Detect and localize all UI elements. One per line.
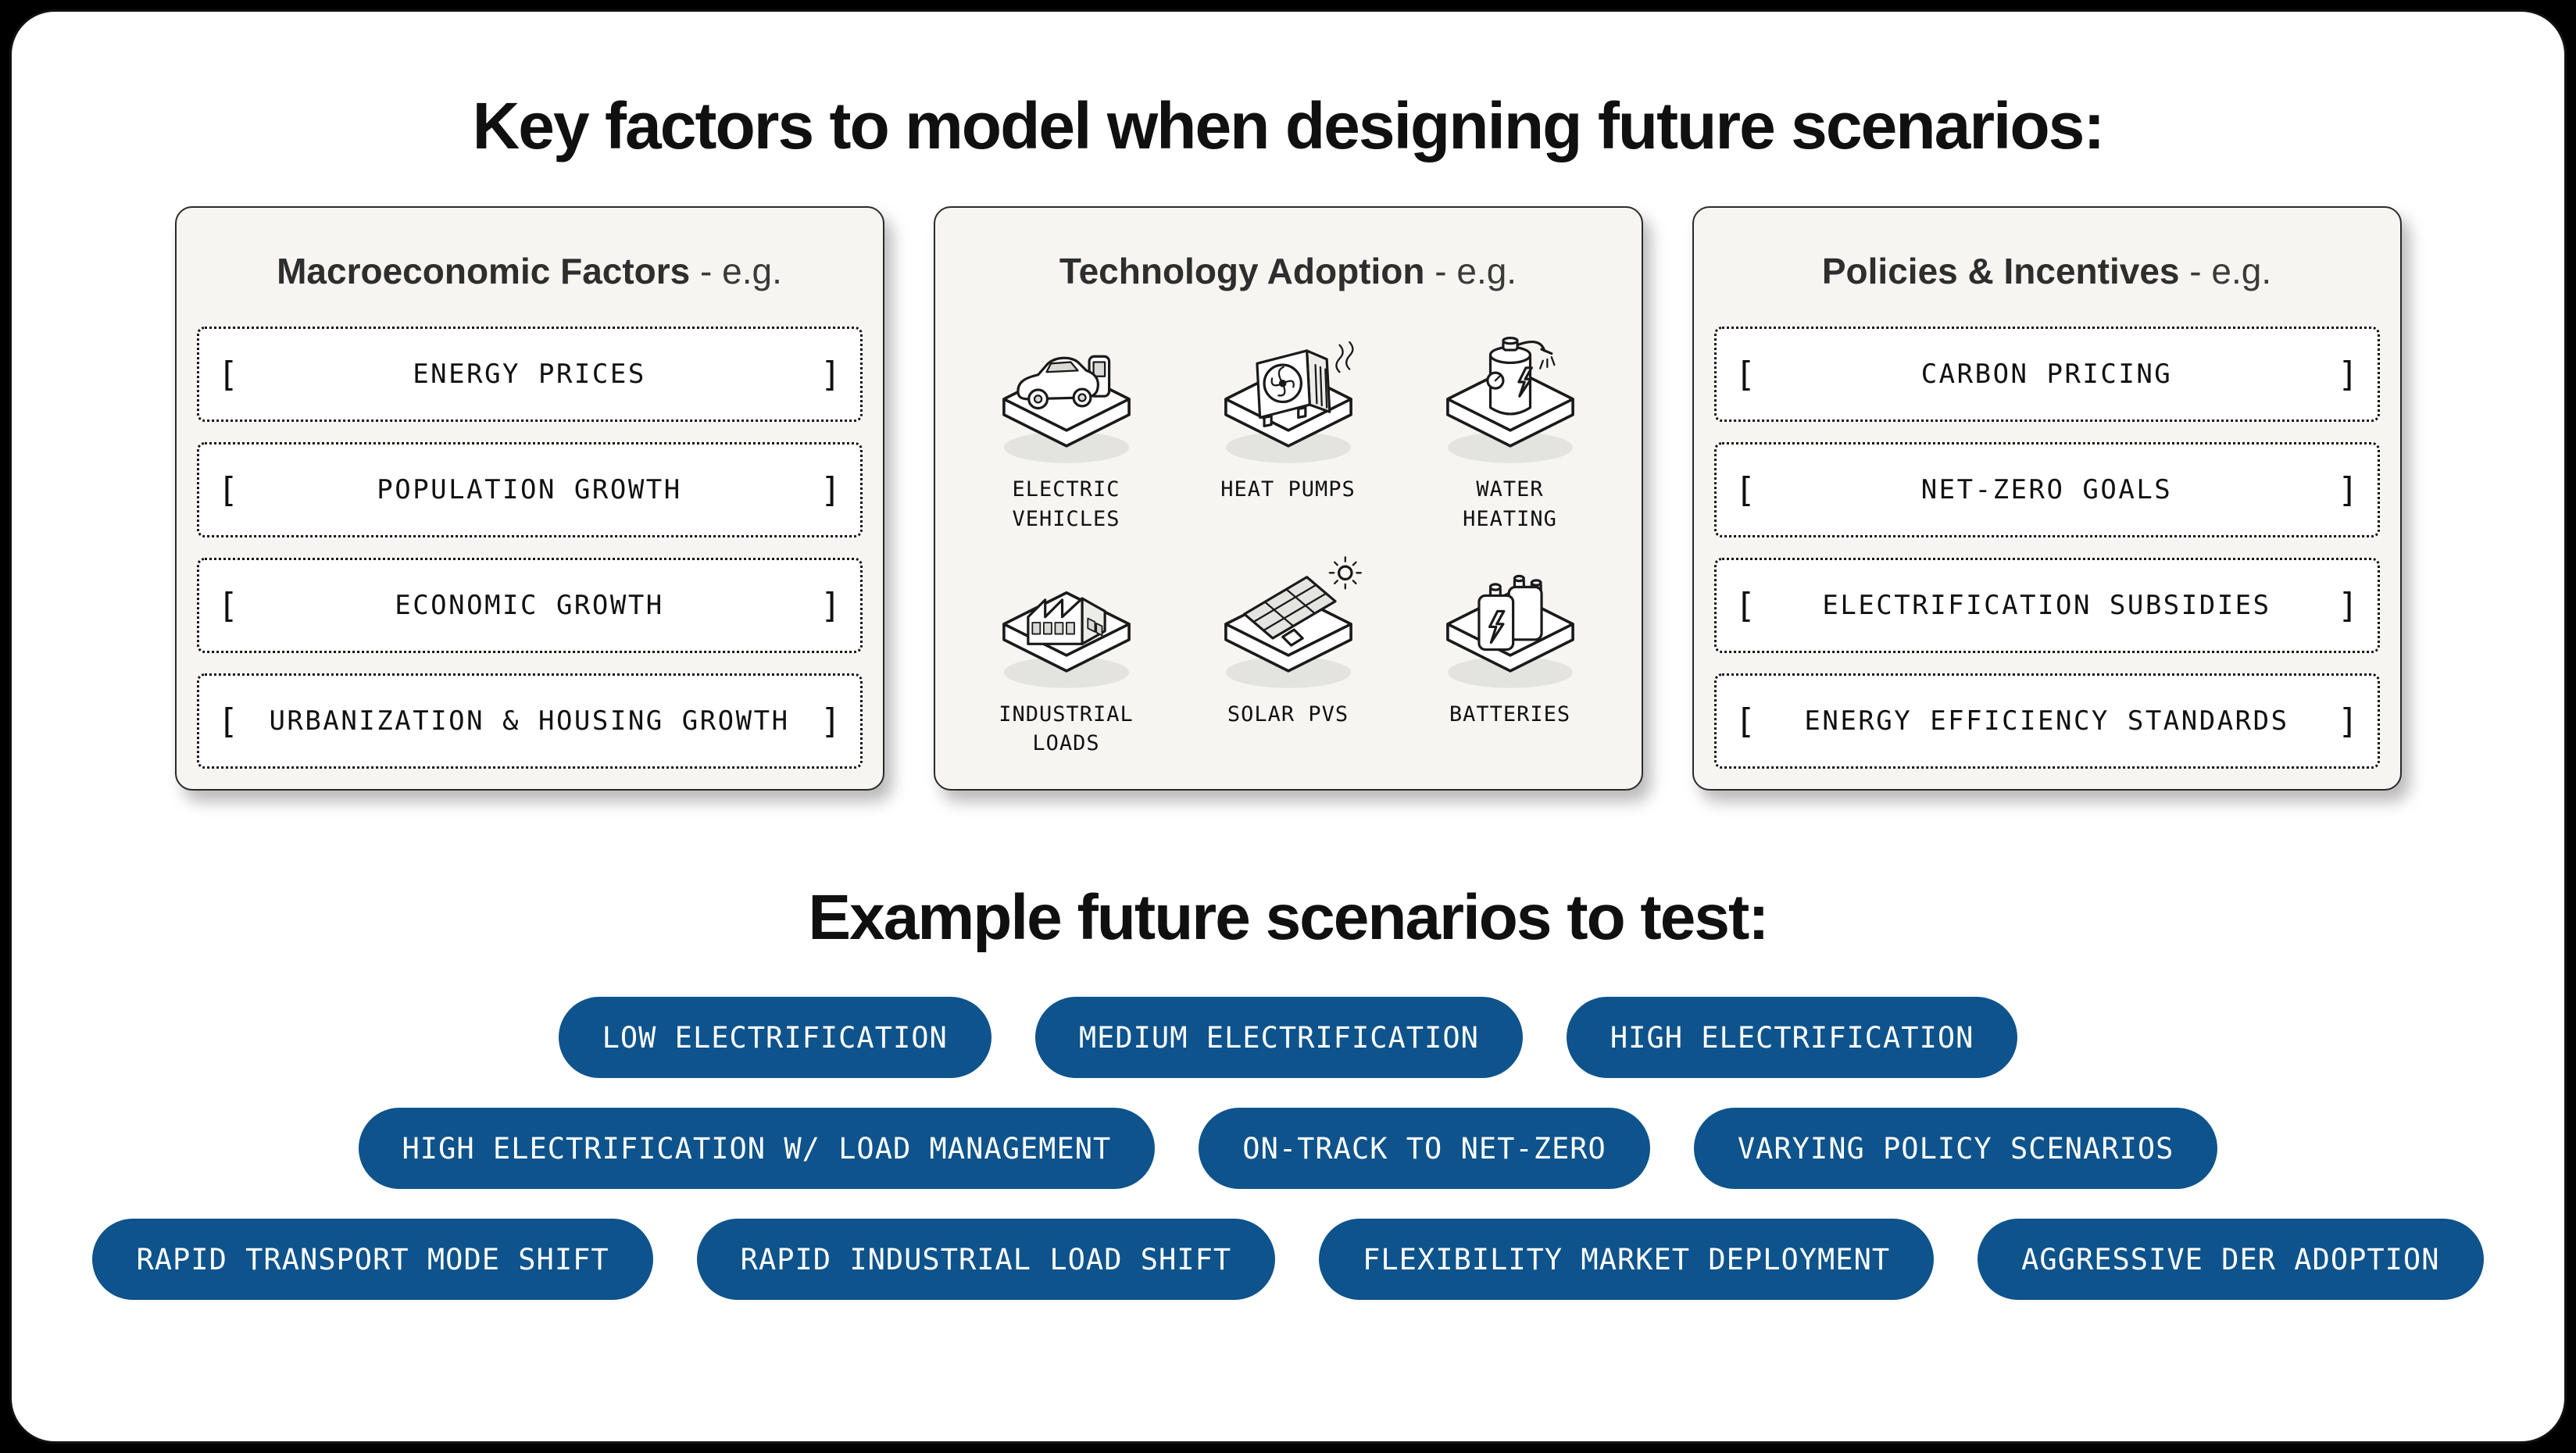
scenario-pill: MEDIUM ELECTRIFICATION bbox=[1034, 997, 1523, 1078]
water-heating-icon bbox=[1445, 336, 1574, 465]
scenario-pill: RAPID TRANSPORT MODE SHIFT bbox=[92, 1219, 653, 1300]
factor-label: URBANIZATION & HOUSING GROWTH bbox=[269, 705, 790, 737]
panel-title-suffix: - e.g. bbox=[1424, 251, 1517, 291]
scenario-pill-row-1: LOW ELECTRIFICATION MEDIUM ELECTRIFICATI… bbox=[12, 997, 2564, 1078]
tech-item-label: INDUSTRIAL LOADS bbox=[999, 702, 1134, 756]
factor-item: [ ENERGY EFFICIENCY STANDARDS ] bbox=[1713, 673, 2380, 769]
panel-title-suffix: - e.g. bbox=[690, 251, 782, 291]
bracket-close: ] bbox=[820, 585, 841, 626]
factor-item: [ POPULATION GROWTH ] bbox=[196, 442, 863, 537]
tech-item-label: HEAT PUMPS bbox=[1220, 477, 1356, 502]
factor-label: ECONOMIC GROWTH bbox=[395, 590, 664, 621]
tech-item-label: BATTERIES bbox=[1449, 702, 1571, 726]
tech-item-electric-vehicles: ELECTRIC VEHICLES bbox=[956, 327, 1177, 534]
panel-title-bold: Policies & Incentives bbox=[1821, 251, 2180, 291]
electric-vehicles-icon bbox=[1002, 355, 1131, 465]
factor-label: POPULATION GROWTH bbox=[377, 474, 682, 505]
tech-item-industrial-loads: INDUSTRIAL LOADS bbox=[956, 552, 1177, 759]
panel-policies-incentives: Policies & Incentives - e.g. [ CARBON PR… bbox=[1692, 206, 2402, 791]
bracket-open: [ bbox=[217, 585, 239, 626]
solar-pvs-icon bbox=[1224, 555, 1362, 690]
factor-label: ENERGY EFFICIENCY STANDARDS bbox=[1804, 705, 2289, 737]
panel-technology-adoption: Technology Adoption - e.g. bbox=[933, 206, 1643, 791]
scenario-pill: RAPID INDUSTRIAL LOAD SHIFT bbox=[696, 1219, 1276, 1300]
bracket-close: ] bbox=[820, 469, 841, 510]
scenario-pill: HIGH ELECTRIFICATION W/ LOAD MANAGEMENT bbox=[358, 1108, 1156, 1189]
bracket-close: ] bbox=[2338, 469, 2359, 510]
panel-title: Technology Adoption - e.g. bbox=[956, 250, 1621, 292]
bracket-open: [ bbox=[1735, 701, 1756, 741]
panel-title-bold: Technology Adoption bbox=[1059, 251, 1425, 291]
panel-title-bold: Macroeconomic Factors bbox=[277, 251, 691, 291]
bracket-open: [ bbox=[217, 354, 239, 394]
canvas-card: Key factors to model when designing futu… bbox=[9, 9, 2567, 1444]
scenario-pill-row-2: HIGH ELECTRIFICATION W/ LOAD MANAGEMENT … bbox=[12, 1108, 2564, 1189]
technology-grid: ELECTRIC VEHICLES bbox=[956, 327, 1621, 759]
bracket-close: ] bbox=[2338, 585, 2359, 626]
factor-item: [ URBANIZATION & HOUSING GROWTH ] bbox=[196, 673, 863, 769]
scenario-pill: ON-TRACK TO NET-ZERO bbox=[1199, 1108, 1650, 1189]
tech-item-batteries: BATTERIES bbox=[1399, 552, 1621, 759]
factor-label: NET-ZERO GOALS bbox=[1920, 474, 2173, 505]
panel-macroeconomic-factors: Macroeconomic Factors - e.g. [ ENERGY PR… bbox=[174, 206, 884, 791]
bracket-close: ] bbox=[2338, 701, 2359, 741]
factor-label: ENERGY PRICES bbox=[413, 359, 646, 390]
bracket-close: ] bbox=[820, 701, 841, 741]
batteries-icon bbox=[1445, 574, 1574, 690]
scenario-pill: LOW ELECTRIFICATION bbox=[558, 997, 991, 1078]
bracket-close: ] bbox=[820, 354, 841, 394]
bracket-open: [ bbox=[1735, 354, 1756, 394]
scenario-pill-row-3: RAPID TRANSPORT MODE SHIFT RAPID INDUSTR… bbox=[12, 1219, 2564, 1300]
scenario-pill: HIGH ELECTRIFICATION bbox=[1566, 997, 2018, 1078]
bracket-open: [ bbox=[1735, 585, 1756, 626]
factor-item: [ NET-ZERO GOALS ] bbox=[1713, 442, 2380, 537]
factor-label: ELECTRIFICATION SUBSIDIES bbox=[1822, 590, 2271, 621]
tech-item-solar-pvs: SOLAR PVS bbox=[1177, 552, 1399, 759]
scenario-pill: AGGRESSIVE DER ADOPTION bbox=[1978, 1219, 2484, 1300]
scenario-pill: FLEXIBILITY MARKET DEPLOYMENT bbox=[1319, 1219, 1935, 1300]
heat-pumps-icon bbox=[1224, 341, 1353, 465]
scenario-pill: VARYING POLICY SCENARIOS bbox=[1693, 1108, 2218, 1189]
factor-item: [ ENERGY PRICES ] bbox=[196, 327, 863, 422]
tech-item-label: SOLAR PVS bbox=[1227, 702, 1349, 726]
bracket-open: [ bbox=[217, 469, 239, 510]
bracket-open: [ bbox=[1735, 469, 1756, 510]
factor-item: [ ELECTRIFICATION SUBSIDIES ] bbox=[1713, 558, 2380, 653]
industrial-loads-icon bbox=[1002, 591, 1131, 690]
tech-item-water-heating: WATER HEATING bbox=[1399, 327, 1621, 534]
bracket-open: [ bbox=[217, 701, 239, 741]
tech-item-heat-pumps: HEAT PUMPS bbox=[1177, 327, 1399, 534]
scenarios-title: Example future scenarios to test: bbox=[808, 882, 1769, 953]
factor-item: [ ECONOMIC GROWTH ] bbox=[196, 558, 863, 653]
tech-item-label: WATER HEATING bbox=[1463, 477, 1557, 531]
page-title: Key factors to model when designing futu… bbox=[472, 89, 2106, 162]
panel-title: Macroeconomic Factors - e.g. bbox=[197, 250, 863, 292]
key-factor-panels: Macroeconomic Factors - e.g. [ ENERGY PR… bbox=[12, 206, 2564, 791]
factor-item: [ CARBON PRICING ] bbox=[1713, 327, 2380, 422]
panel-title-suffix: - e.g. bbox=[2179, 251, 2272, 291]
factor-label: CARBON PRICING bbox=[1920, 359, 2173, 390]
tech-item-label: ELECTRIC VEHICLES bbox=[1012, 477, 1120, 531]
bracket-close: ] bbox=[2338, 354, 2359, 394]
panel-title: Policies & Incentives - e.g. bbox=[1714, 250, 2380, 292]
